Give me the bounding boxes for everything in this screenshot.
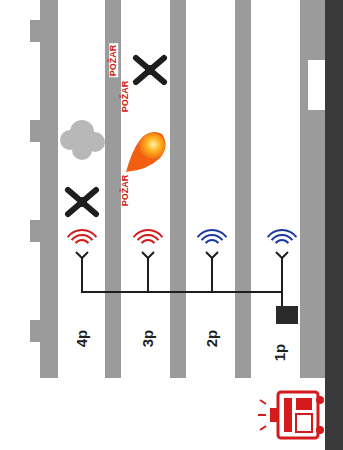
antenna-symbols [76,252,288,258]
signal-arc [268,230,297,237]
floor-label: 1p [272,343,287,361]
alarm-label: POŽAR [122,79,131,113]
antenna-wiring [82,258,282,310]
fire-truck [258,392,324,438]
signal-arc [206,240,219,243]
signal-arc [272,235,293,240]
signal-arc [142,240,155,243]
fire-symbol [126,132,166,172]
signal-arc [138,235,159,240]
person-head [77,197,87,207]
signal-arc [72,235,93,240]
signal-arc [276,240,289,243]
entrance-notch [308,60,325,110]
signal-arcs [68,230,297,243]
signal-arc [68,230,97,237]
alarm-label: POŽAR [122,173,131,207]
person-icon [136,58,164,82]
control-unit [276,306,298,324]
floor-label: 3p [140,329,155,347]
person-head [145,65,155,75]
signal-arc [202,235,223,240]
floor-label: 2p [204,329,219,347]
signal-arc [198,230,227,237]
ground-bar [325,0,343,450]
signal-arc [134,230,163,237]
smoke-cloud [60,120,105,160]
alarm-label: POŽAR [110,43,119,77]
floor-label: 4p [74,329,89,347]
signal-arc [76,240,89,243]
floor-slabs [30,0,325,378]
person-icon [68,190,96,214]
